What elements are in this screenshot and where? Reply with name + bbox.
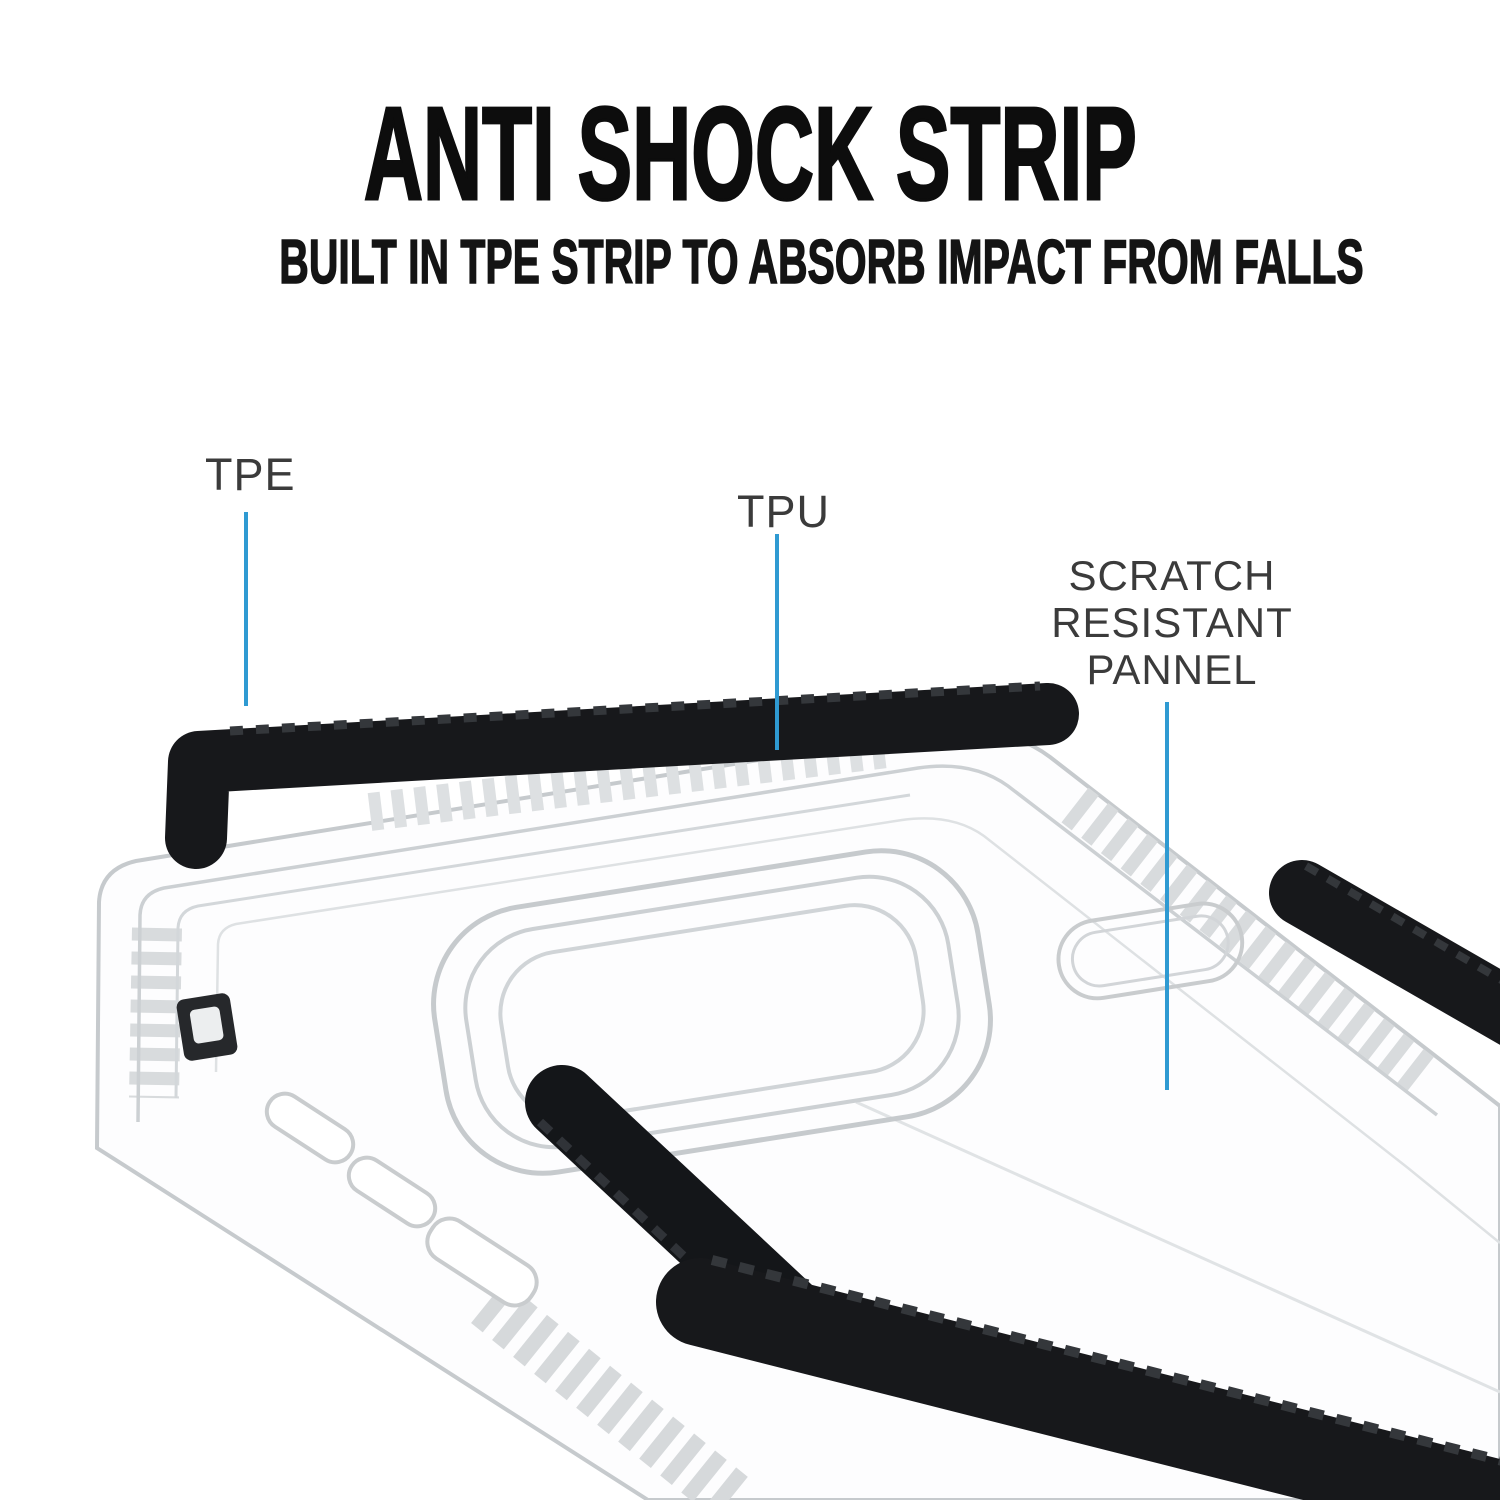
scratch-resistant-panel-label: SCRATCH RESISTANT PANNEL bbox=[1037, 552, 1307, 693]
page-subtitle: BUILT IN TPE STRIP TO ABSORB IMPACT FROM… bbox=[279, 228, 1364, 297]
tpe-strip-top bbox=[165, 683, 1079, 869]
tpe-strip-middle-ribs bbox=[536, 1118, 786, 1352]
scratch-label-line2: RESISTANT bbox=[1051, 599, 1293, 647]
left-wall-ribs bbox=[129, 927, 182, 1099]
tpu-label: TPU bbox=[737, 486, 830, 537]
side-pill-cutout bbox=[1056, 901, 1245, 1001]
tpe-label: TPE bbox=[205, 449, 296, 500]
side-buttons bbox=[264, 1091, 539, 1308]
tpe-strip-bottom-ribs bbox=[710, 1255, 1500, 1466]
top-rim-ribs bbox=[367, 729, 898, 831]
page-title: ANTI SHOCK STRIP bbox=[363, 80, 1138, 227]
scratch-label-line3: PANNEL bbox=[1086, 646, 1258, 694]
scratch-panel-edge bbox=[855, 1100, 1500, 1394]
tpe-strip-right-ribs bbox=[1303, 862, 1500, 984]
leader-lines bbox=[244, 512, 1169, 1090]
header: ANTI SHOCK STRIP bbox=[0, 80, 1500, 227]
subheader: BUILT IN TPE STRIP TO ABSORB IMPACT FROM… bbox=[0, 228, 1500, 297]
tpe-strip-bottom bbox=[656, 1258, 1500, 1500]
mute-switch-cutout bbox=[176, 993, 238, 1061]
tpe-strip-top-ribs bbox=[229, 681, 1041, 736]
tpe-strips bbox=[165, 681, 1500, 1500]
camera-cutout bbox=[431, 848, 993, 1176]
scratch-label-line1: SCRATCH bbox=[1068, 552, 1276, 599]
tpe-strip-right bbox=[1269, 860, 1500, 1045]
